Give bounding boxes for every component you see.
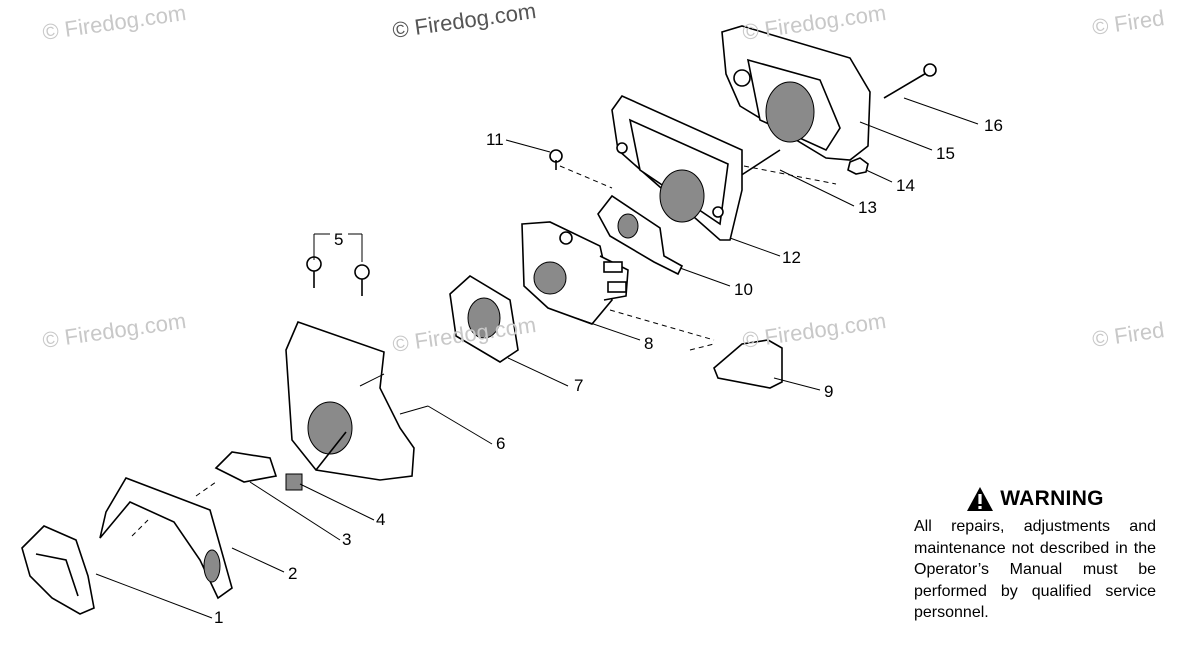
warning-header: WARNING xyxy=(914,486,1156,512)
part-11-screw xyxy=(549,149,563,170)
assembly-dashed-lines xyxy=(131,165,837,537)
part-5-screws xyxy=(306,256,370,296)
callout-2: 2 xyxy=(288,564,298,583)
part-10-bracket-gasket xyxy=(597,194,684,276)
callout-8: 8 xyxy=(644,334,654,353)
part-16-screw xyxy=(883,63,937,99)
part-4-nut xyxy=(285,473,303,491)
warning-title: WARNING xyxy=(1000,487,1104,510)
callout-10: 10 xyxy=(734,280,753,299)
callout-14: 14 xyxy=(896,176,915,195)
callout-6: 6 xyxy=(496,434,506,453)
leader-lines xyxy=(95,97,979,619)
part-7-gasket xyxy=(449,275,519,363)
warning-notice: WARNING All repairs, adjustments and mai… xyxy=(914,486,1156,624)
callout-15: 15 xyxy=(936,144,955,163)
part-12-filter-holder xyxy=(611,95,743,241)
part-1-shroud xyxy=(21,525,95,615)
warning-triangle-icon xyxy=(967,487,994,511)
warning-text: All repairs, adjustments and maintenance… xyxy=(914,518,1156,621)
part-8-carburetor xyxy=(521,221,629,325)
callout-16: 16 xyxy=(984,116,1003,135)
callout-9: 9 xyxy=(824,382,834,401)
callout-1: 1 xyxy=(214,608,224,627)
callout-7: 7 xyxy=(574,376,584,395)
part-13-stud xyxy=(739,149,781,177)
callout-4: 4 xyxy=(376,510,386,529)
part-14-nut xyxy=(847,157,869,175)
part-15-air-filter-cover xyxy=(721,25,871,161)
callout-12: 12 xyxy=(782,248,801,267)
callout-5: 5 xyxy=(334,230,344,249)
callout-11: 11 xyxy=(486,130,504,149)
callout-13: 13 xyxy=(858,198,877,217)
callout-3: 3 xyxy=(342,530,352,549)
part-9-choke-lever xyxy=(713,339,783,389)
part-6-intake-housing xyxy=(285,320,415,481)
part-3-seal xyxy=(214,451,278,483)
part-2-bracket xyxy=(99,477,233,600)
